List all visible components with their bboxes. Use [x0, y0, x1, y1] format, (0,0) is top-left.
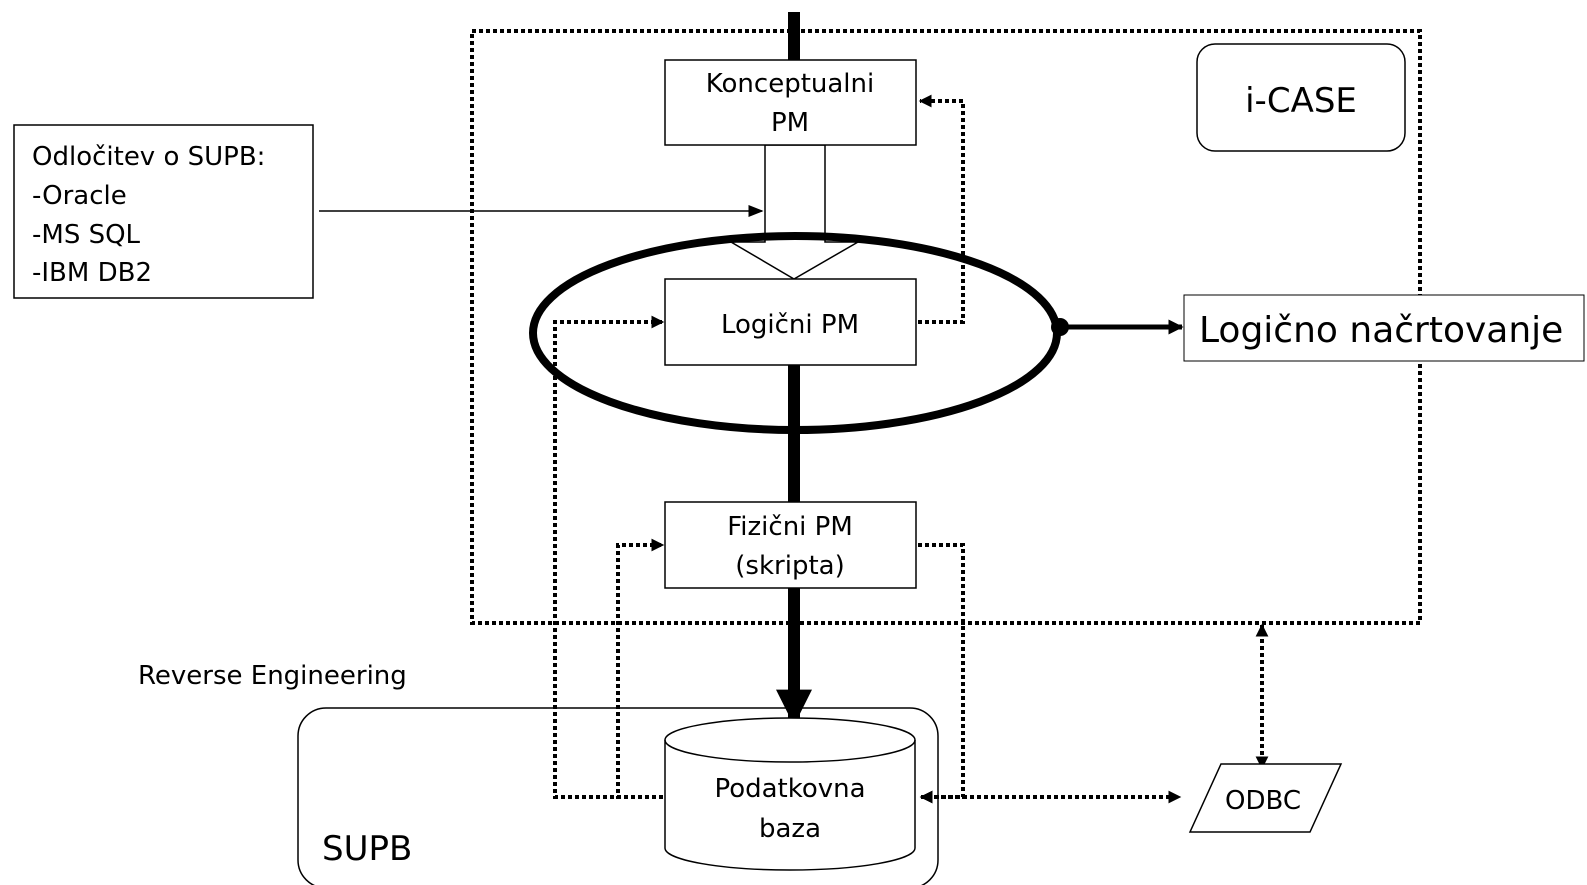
database-label-2: baza — [759, 814, 821, 844]
supb-label: SUPB — [322, 829, 412, 869]
database-cylinder[interactable] — [664, 717, 916, 871]
physical-model-node[interactable] — [664, 501, 917, 589]
odbc-label: ODBC — [1225, 786, 1301, 816]
reverse-eng-to-logical-dotted-arrow — [553, 315, 665, 799]
conceptual-to-logical-block-arrow — [728, 144, 861, 280]
icase-label: i-CASE — [1245, 81, 1357, 121]
logical-to-conceptual-dotted-arrow — [918, 94, 965, 324]
reverse-eng-to-physical-dotted-arrow — [616, 538, 665, 799]
dbms-option-mssql: -MS SQL — [32, 220, 141, 250]
dbms-decision-box — [13, 124, 314, 299]
logical-model-label: Logični PM — [721, 310, 859, 340]
logical-design-label: Logično načrtovanje — [1199, 310, 1563, 351]
physical-model-label-2: (skripta) — [735, 551, 844, 581]
logical-model-node[interactable] — [664, 278, 917, 366]
dbms-option-oracle: -Oracle — [32, 181, 127, 211]
icase-box — [1196, 43, 1406, 152]
database-label-1: Podatkovna — [714, 774, 865, 804]
dbms-option-ibmdb2: -IBM DB2 — [32, 258, 152, 288]
conceptual-model-label-1: Konceptualni — [706, 69, 874, 99]
odbc-node[interactable] — [1188, 763, 1343, 833]
conceptual-model-node[interactable] — [664, 59, 917, 146]
reverse-engineering-label: Reverse Engineering — [138, 661, 407, 691]
conceptual-model-label-2: PM — [771, 108, 809, 138]
logical-design-label-box — [1183, 294, 1585, 362]
dbms-decision-title: Odločitev o SUPB: — [32, 142, 265, 172]
physical-model-label-1: Fizični PM — [727, 512, 853, 542]
database-cylinder-rim — [664, 739, 916, 763]
